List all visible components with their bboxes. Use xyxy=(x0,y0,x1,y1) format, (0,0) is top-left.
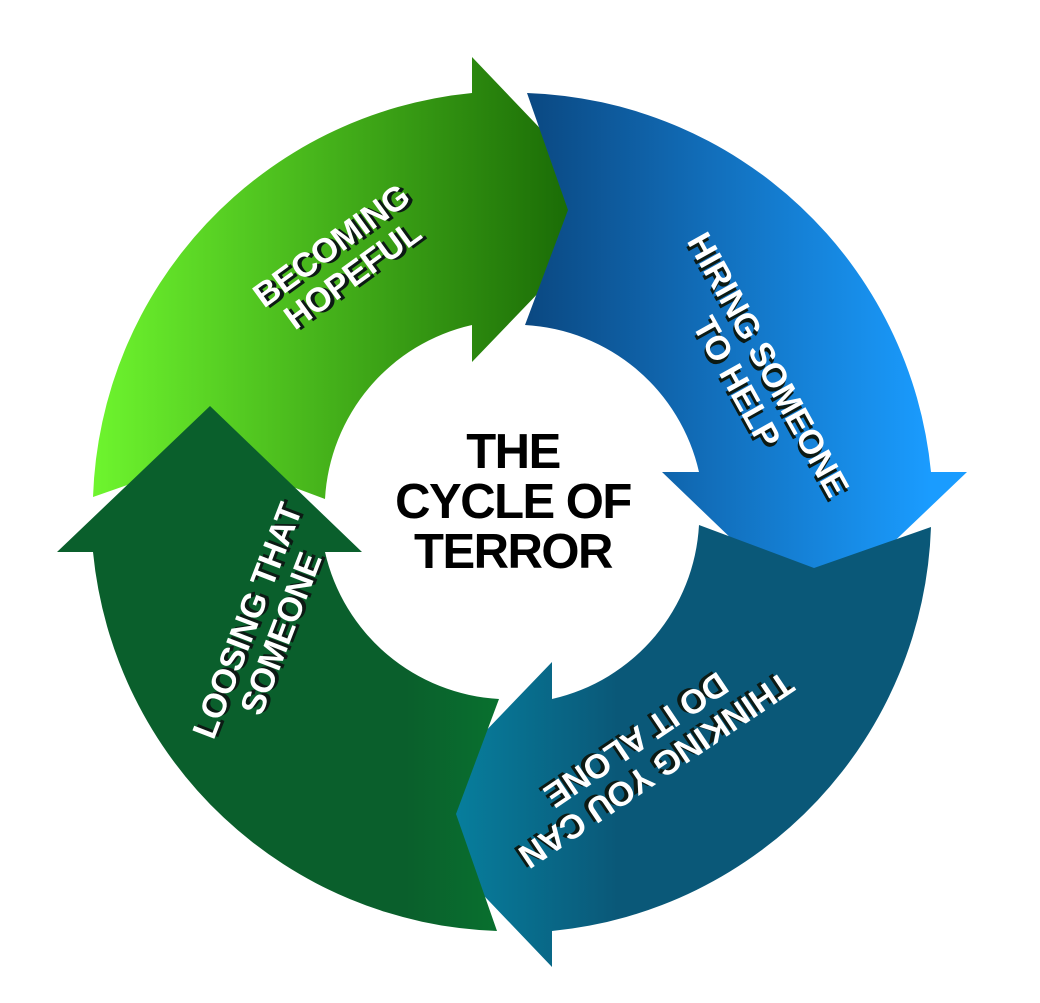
arrow-step-4-loosing-someone xyxy=(57,406,499,931)
arrow-step-3-thinking-alone xyxy=(406,525,931,967)
center-title: THE CYCLE OF TERROR xyxy=(395,425,633,579)
center-title-line-1: THE xyxy=(466,425,560,479)
center-title-line-2: CYCLE OF xyxy=(395,475,631,529)
center-title-line-3: TERROR xyxy=(414,525,613,579)
arrow-step-1-becoming-hopeful xyxy=(93,57,618,499)
arrow-step-2-hiring-someone xyxy=(525,93,967,618)
arrow-ring xyxy=(57,57,967,967)
